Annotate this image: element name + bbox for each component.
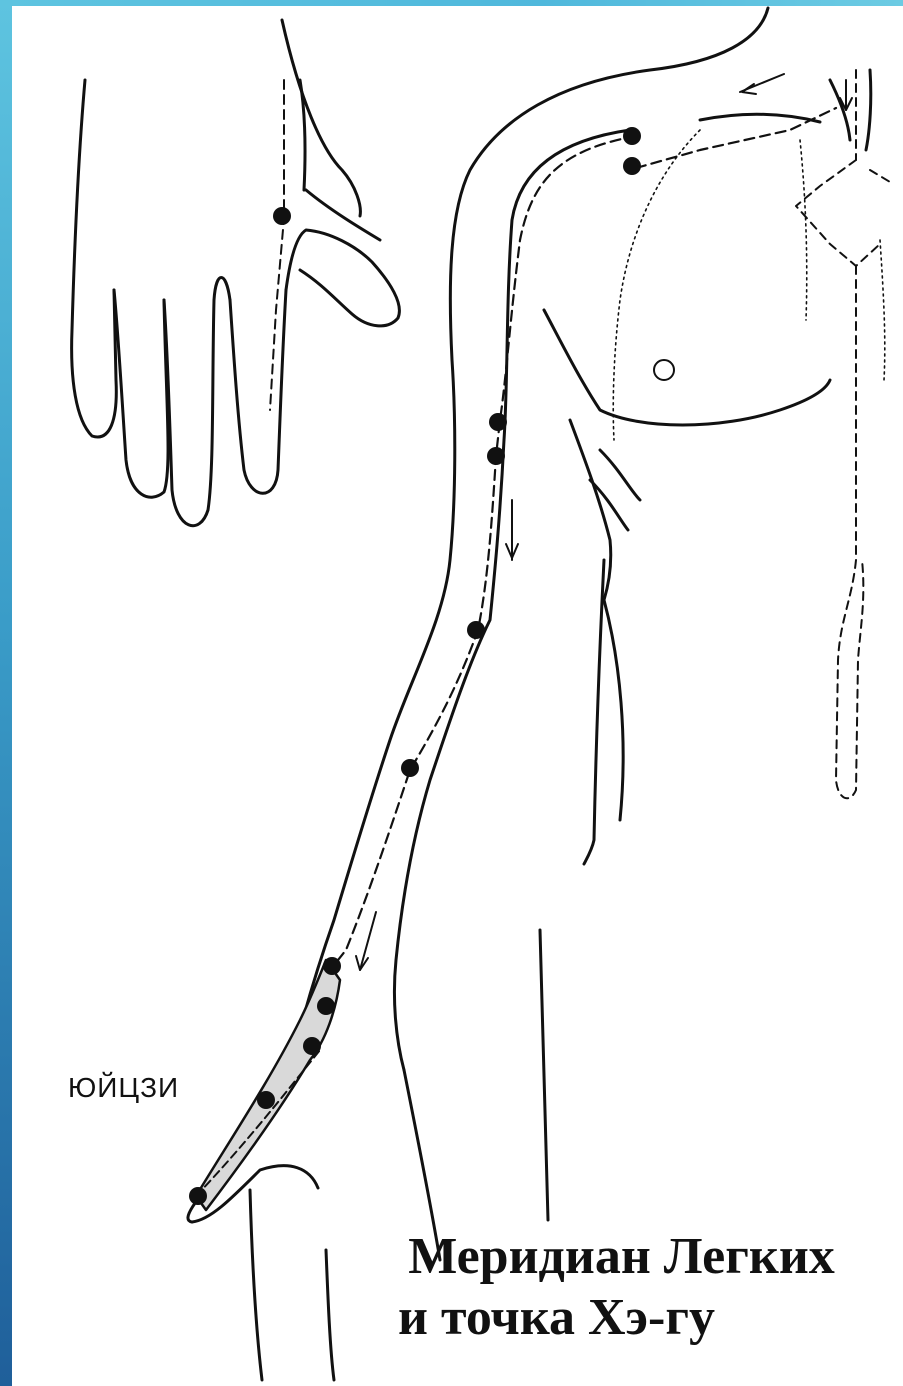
diagram-caption: Меридиан Легких и точка Хэ-гу [330,1226,903,1349]
acupuncture-point-icon [623,127,641,145]
body-midline [796,70,890,798]
acupuncture-point-icon [487,447,505,465]
lung-meridian-line [330,108,836,970]
acupuncture-point-icon [401,759,419,777]
frame-edge-left [0,0,12,1386]
point-label-yujizi: ЮЙЦЗИ [68,1072,179,1104]
meridian-illustration [12,6,903,1386]
caption-line-1: Меридиан Легких [340,1226,903,1287]
acupuncture-point-icon [467,621,485,639]
acupuncture-points [189,127,641,1205]
acupuncture-point-icon [489,413,507,431]
acupuncture-point-icon [623,157,641,175]
acupuncture-point-icon [257,1091,275,1109]
caption-line-2: и точка Хэ-гу [210,1287,903,1348]
upper-hand-outline [72,20,400,526]
torso-outline [544,70,871,600]
acupuncture-point-icon [317,997,335,1015]
acupuncture-point-icon [323,957,341,975]
acupuncture-point-icon [189,1187,207,1205]
acupuncture-point-icon [303,1037,321,1055]
torso-dotted-lines [613,130,885,440]
acupuncture-point-icon [273,207,291,225]
nipple-mark [654,360,674,380]
